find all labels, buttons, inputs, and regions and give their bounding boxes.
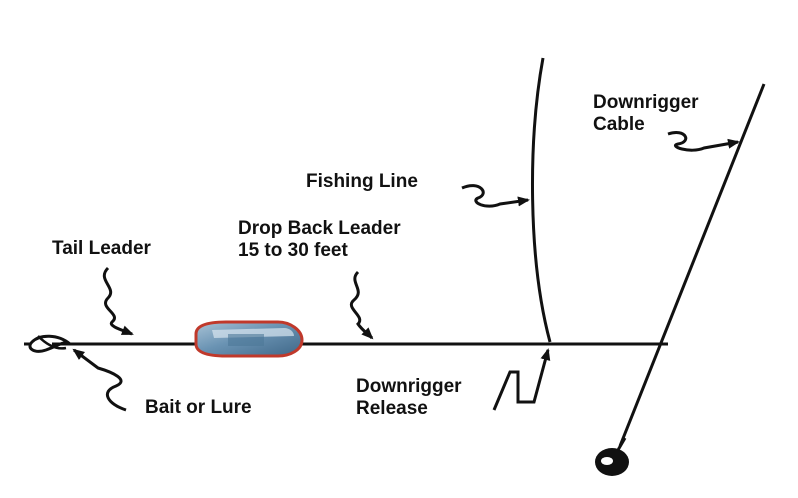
downrigger-release-text-1: Downrigger: [356, 376, 462, 397]
drop-back-leader-text: Drop Back Leader: [238, 218, 401, 239]
flasher-icon: [194, 320, 304, 358]
downrigger-ball-icon: [595, 437, 629, 476]
bait-or-lure-text: Bait or Lure: [145, 397, 252, 418]
tail-leader-arrow: [102, 266, 134, 336]
tail-leader-label: Tail Leader: [52, 238, 151, 260]
fishing-line-label: Fishing Line: [306, 171, 418, 193]
fishing-line: [531, 57, 552, 343]
downrigger-cable-text-1: Downrigger: [593, 92, 699, 113]
downrigger-cable-arrow: [667, 131, 740, 152]
downrigger-release-arrow: [492, 348, 551, 411]
bait-or-lure-label: Bait or Lure: [145, 397, 252, 419]
drop-back-leader-label: Drop Back Leader 15 to 30 feet: [238, 218, 401, 262]
fishing-line-text: Fishing Line: [306, 171, 418, 192]
downrigger-cable-text-2: Cable: [593, 114, 645, 135]
downrigger-release-text-2: Release: [356, 398, 428, 419]
downrigger-cable: [618, 83, 766, 447]
bait-or-lure-arrow: [72, 348, 127, 412]
downrigger-cable-label: Downrigger Cable: [593, 92, 699, 136]
drop-back-leader-arrow: [350, 270, 374, 340]
drop-back-length-text: 15 to 30 feet: [238, 240, 348, 261]
tail-leader-text: Tail Leader: [52, 238, 151, 259]
fishing-line-arrow: [461, 184, 530, 208]
bait-loop-icon: [24, 334, 71, 353]
downrigger-release-label: Downrigger Release: [356, 376, 462, 420]
